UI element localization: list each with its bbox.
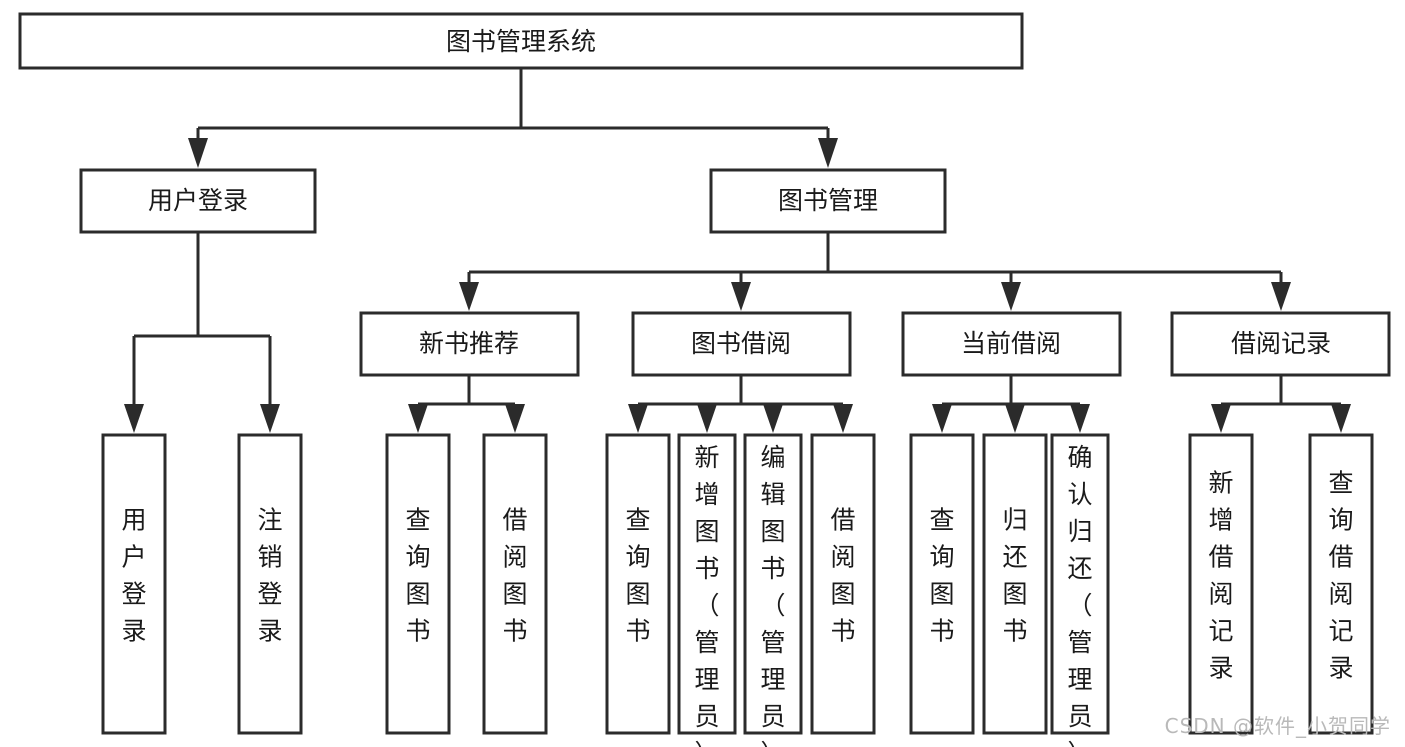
- connector-group-book-borrow: [628, 375, 853, 433]
- arrowhead-leaf-borrow-book-rec: [505, 404, 525, 433]
- leaf-query-book-borrow-box[interactable]: [605, 433, 671, 735]
- node-current-borrow-label: 当前借阅: [961, 329, 1061, 358]
- leaf-query-record[interactable]: 查询借阅记录: [1308, 433, 1374, 735]
- leaf-logout-box[interactable]: [237, 433, 303, 735]
- node-root[interactable]: 图书管理系统: [18, 12, 1024, 70]
- connector-group-borrow-record: [1211, 375, 1351, 433]
- leaf-add-book-box[interactable]: [677, 433, 737, 735]
- arrowhead-leaf-query-book-rec: [408, 404, 428, 433]
- node-borrow-record-label: 借阅记录: [1231, 329, 1331, 358]
- connector-group-user-login: [124, 232, 280, 433]
- leaf-user-login-label: 用户登录: [121, 506, 146, 646]
- leaf-confirm-return-box[interactable]: [1050, 433, 1110, 735]
- arrowhead-current-borrow: [1001, 282, 1021, 311]
- node-book-manage[interactable]: 图书管理: [709, 168, 947, 234]
- leaf-add-book[interactable]: 新增图书（管理员）: [677, 433, 737, 747]
- arrowhead-book-manage: [818, 138, 838, 168]
- leaf-query-book-cur-box[interactable]: [909, 433, 975, 735]
- leaf-edit-book-label: 编辑图书（管理员）: [760, 443, 785, 747]
- node-borrow-record[interactable]: 借阅记录: [1170, 311, 1391, 377]
- node-user-login-box[interactable]: [79, 168, 317, 234]
- arrowhead-user-login: [188, 138, 208, 168]
- arrowhead-leaf-borrow-book: [833, 404, 853, 433]
- node-book-borrow-box[interactable]: [631, 311, 852, 377]
- node-root-label: 图书管理系统: [446, 27, 596, 56]
- leaf-query-record-box[interactable]: [1308, 433, 1374, 735]
- arrowhead-leaf-user-login: [124, 404, 144, 433]
- leaf-logout[interactable]: 注销登录: [237, 433, 303, 735]
- node-user-login-label: 用户登录: [148, 186, 248, 215]
- leaf-return-book[interactable]: 归还图书: [982, 433, 1048, 735]
- leaf-logout-label: 注销登录: [257, 506, 282, 646]
- node-book-borrow-label: 图书借阅: [691, 329, 791, 358]
- arrowhead-leaf-query-book-borrow: [628, 404, 648, 433]
- leaf-query-record-label: 查询借阅记录: [1328, 469, 1353, 683]
- leaf-confirm-return-label: 确认归还（管理员）: [1067, 443, 1092, 747]
- leaf-query-book-cur[interactable]: 查询图书: [909, 433, 975, 735]
- arrowhead-borrow-record: [1271, 282, 1291, 311]
- leaf-borrow-book-rec-box[interactable]: [482, 433, 548, 735]
- node-book-manage-box[interactable]: [709, 168, 947, 234]
- leaf-borrow-book[interactable]: 借阅图书: [810, 433, 876, 735]
- leaf-edit-book[interactable]: 编辑图书（管理员）: [743, 433, 803, 747]
- node-book-borrow[interactable]: 图书借阅: [631, 311, 852, 377]
- node-borrow-record-box[interactable]: [1170, 311, 1391, 377]
- node-root-box[interactable]: [18, 12, 1024, 70]
- leaf-add-record-box[interactable]: [1188, 433, 1254, 735]
- leaf-add-record[interactable]: 新增借阅记录: [1188, 433, 1254, 735]
- leaf-query-book-rec-label: 查询图书: [405, 506, 430, 646]
- leaf-add-record-label: 新增借阅记录: [1208, 469, 1233, 683]
- arrowhead-leaf-add-book: [697, 404, 717, 433]
- arrowhead-book-borrow: [731, 282, 751, 311]
- node-new-book-rec-label: 新书推荐: [419, 329, 519, 358]
- arrowhead-leaf-add-record: [1211, 404, 1231, 433]
- arrowhead-new-book-rec: [459, 282, 479, 311]
- leaf-query-book-borrow[interactable]: 查询图书: [605, 433, 671, 735]
- leaf-return-book-label: 归还图书: [1002, 506, 1027, 646]
- leaf-add-book-label: 新增图书（管理员）: [694, 443, 719, 747]
- leaf-query-book-rec-box[interactable]: [385, 433, 451, 735]
- connector-group-book-manage: [459, 232, 1291, 311]
- arrowhead-leaf-query-record: [1331, 404, 1351, 433]
- connector-group-new-book-rec: [408, 375, 525, 433]
- leaf-user-login[interactable]: 用户登录: [101, 433, 167, 735]
- leaf-query-book-cur-label: 查询图书: [929, 506, 954, 646]
- leaf-borrow-book-label: 借阅图书: [830, 506, 855, 646]
- node-new-book-rec-box[interactable]: [359, 311, 580, 377]
- leaf-user-login-box[interactable]: [101, 433, 167, 735]
- connector-group-current-borrow: [932, 375, 1090, 433]
- arrowhead-leaf-query-book-cur: [932, 404, 952, 433]
- connector-group-root: [188, 68, 838, 168]
- node-user-login[interactable]: 用户登录: [79, 168, 317, 234]
- leaf-borrow-book-rec-label: 借阅图书: [502, 506, 527, 646]
- arrowhead-leaf-confirm-return: [1070, 404, 1090, 433]
- node-current-borrow[interactable]: 当前借阅: [901, 311, 1122, 377]
- leaf-return-book-box[interactable]: [982, 433, 1048, 735]
- leaf-query-book-borrow-label: 查询图书: [625, 506, 650, 646]
- node-book-manage-label: 图书管理: [778, 186, 878, 215]
- node-current-borrow-box[interactable]: [901, 311, 1122, 377]
- leaf-edit-book-box[interactable]: [743, 433, 803, 735]
- node-new-book-rec[interactable]: 新书推荐: [359, 311, 580, 377]
- arrowhead-leaf-return-book: [1005, 404, 1025, 433]
- leaf-query-book-rec[interactable]: 查询图书: [385, 433, 451, 735]
- leaf-borrow-book-rec[interactable]: 借阅图书: [482, 433, 548, 735]
- arrowhead-leaf-edit-book: [763, 404, 783, 433]
- leaf-confirm-return[interactable]: 确认归还（管理员）: [1050, 433, 1110, 747]
- leaf-borrow-book-box[interactable]: [810, 433, 876, 735]
- arrowhead-leaf-logout: [260, 404, 280, 433]
